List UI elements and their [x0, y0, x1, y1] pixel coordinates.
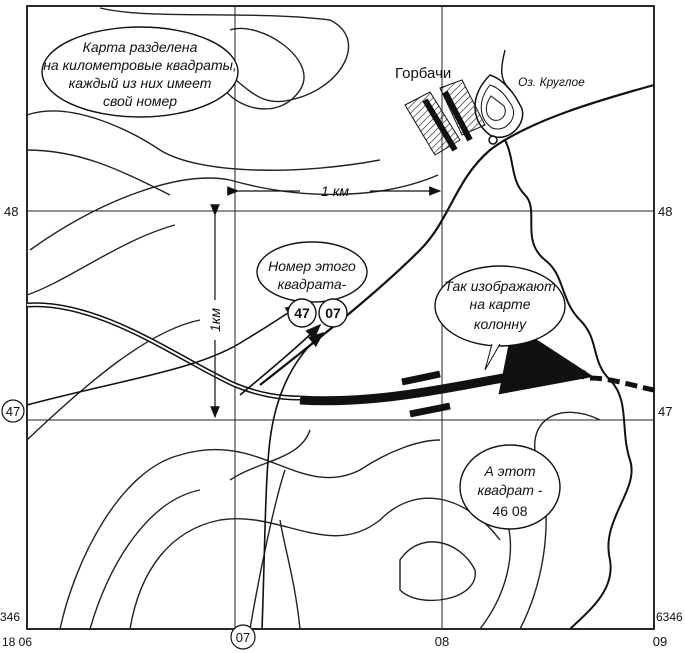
callout-text: Так изображают: [444, 278, 556, 294]
callout-text: 46 08: [492, 503, 527, 519]
callout-this-square: [459, 444, 561, 530]
grid-label-06: 18 06: [2, 635, 32, 649]
callout-text: Карта разделена: [83, 39, 198, 55]
callout-column: [434, 265, 566, 347]
grid-label-07: 07: [236, 630, 250, 645]
village-gorbachi: [404, 79, 486, 156]
callout-square-number: [256, 241, 368, 303]
callout-text: колонну: [474, 316, 527, 332]
river: [504, 139, 633, 630]
main-road: [26, 302, 301, 401]
callout-text: каждый из них имеет: [69, 75, 212, 91]
map-frame: [26, 5, 655, 630]
grid-label-08: 08: [435, 634, 449, 649]
grid-label-48-left: 48: [4, 204, 18, 219]
grid-label-47-right: 47: [658, 404, 672, 419]
callout-text: Номер этого: [268, 258, 356, 274]
grid-label-48-right: 48: [658, 204, 672, 219]
callout-text: квадрат -: [478, 482, 543, 498]
callout-map-divided: [41, 26, 239, 118]
callout-text: А этот: [483, 463, 535, 479]
village-label: Горбачи: [395, 65, 451, 82]
scale-label-horizontal: 1 км: [321, 183, 349, 199]
grid-label-47-left: 47: [6, 404, 20, 419]
callout-text: на карте: [469, 296, 530, 312]
corner-label-bottom-right: 6346: [656, 610, 683, 624]
callout-text: квадрата-: [278, 276, 347, 292]
square-number-easting: 07: [325, 305, 341, 321]
callout-text: свой номер: [103, 93, 177, 109]
callout-text: на километровые квадраты,: [43, 57, 237, 73]
corner-label-bottom-left: 346: [0, 610, 20, 624]
sun-symbol-icon: [488, 135, 498, 145]
square-number-northing: 47: [294, 305, 310, 321]
grid-label-09: 09: [653, 634, 667, 649]
road: [259, 83, 655, 386]
scale-label-vertical: 1км: [207, 308, 223, 332]
column-symbol: [299, 323, 594, 406]
lake-label: Оз. Круглое: [518, 75, 585, 89]
